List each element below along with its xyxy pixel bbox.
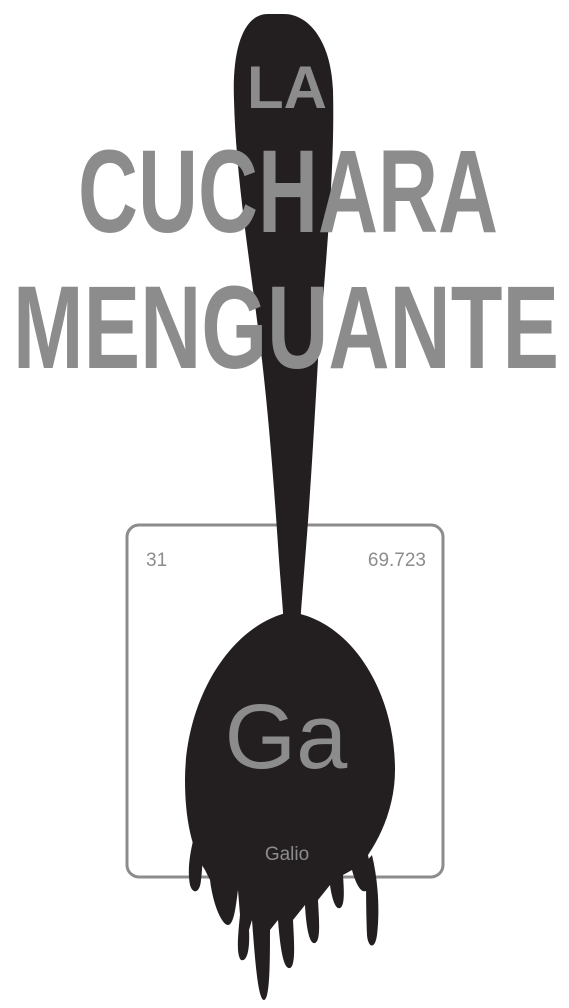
title-line-1: LA [247, 54, 327, 121]
atomic-number: 31 [146, 550, 167, 571]
atomic-mass: 69.723 [368, 550, 426, 571]
element-name: Galio [265, 844, 309, 865]
element-symbol: Ga [225, 686, 349, 788]
melting-spoon-icon [185, 14, 395, 1000]
title-line-2: CUCHARA [78, 126, 498, 258]
title-line-3: MENGUANTE [13, 262, 559, 394]
